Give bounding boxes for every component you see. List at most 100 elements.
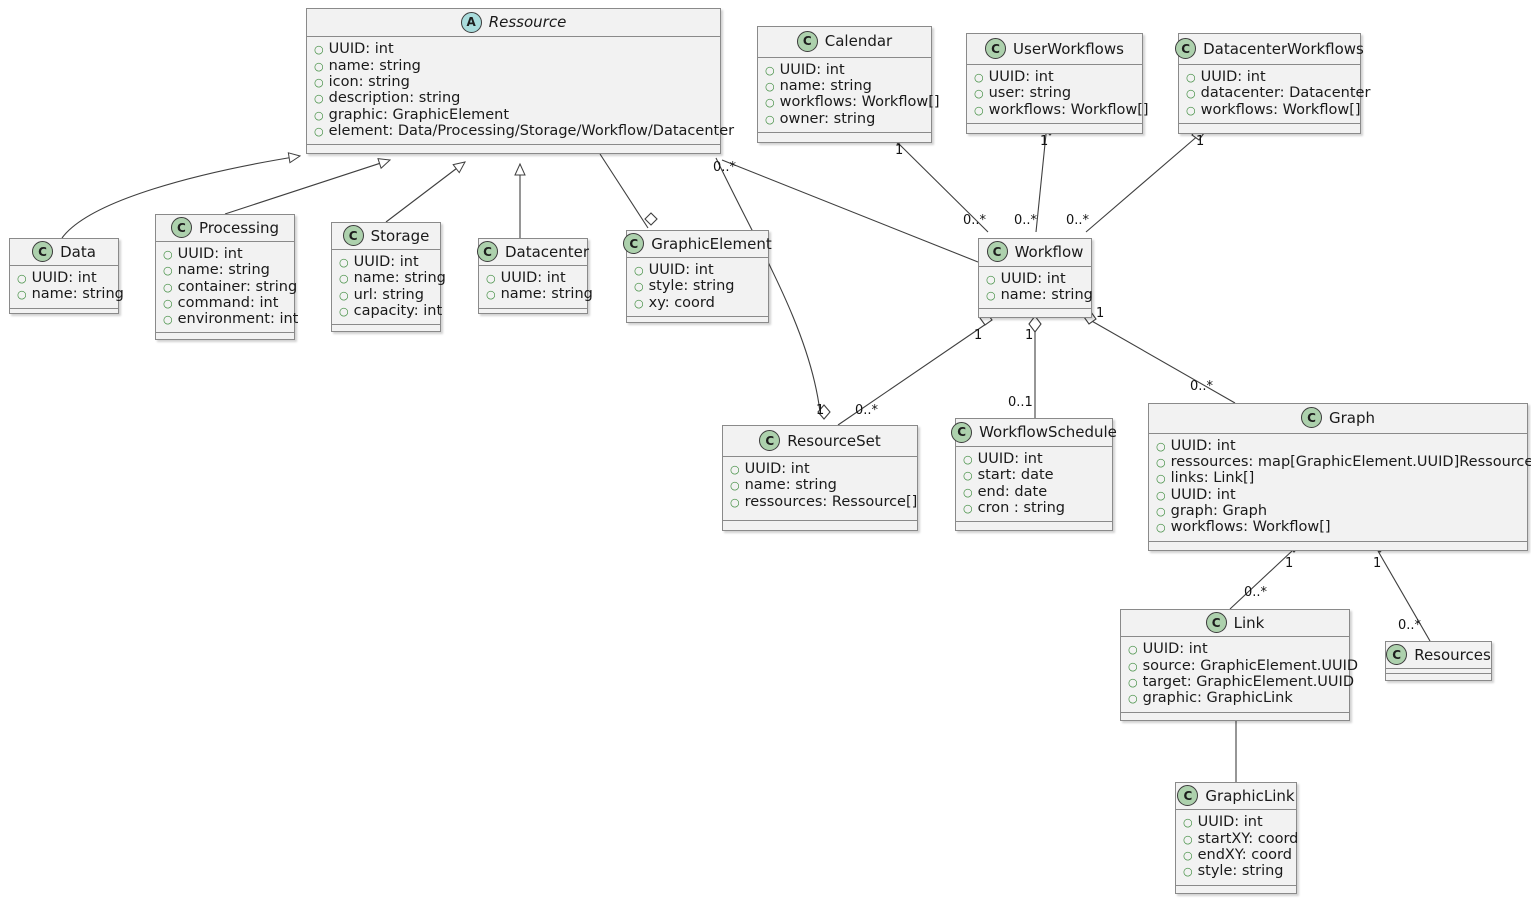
attribute-row: ○cron : string xyxy=(963,500,1105,516)
attribute-row: ○ressources: map[GraphicElement.UUID]Res… xyxy=(1156,454,1531,470)
attribute-row: ○UUID: int xyxy=(1156,487,1520,503)
class-attributes-userworkflows: ○UUID: int○user: string○workflows: Workf… xyxy=(967,65,1149,124)
visibility-protected-icon: ○ xyxy=(730,495,740,509)
attribute-text: name: string xyxy=(779,78,872,95)
visibility-protected-icon: ○ xyxy=(730,463,740,476)
attribute-row: ○start: date xyxy=(963,467,1105,483)
attribute-text: environment: int xyxy=(177,311,299,328)
attribute-text: graph: Graph xyxy=(1170,502,1268,519)
visibility-protected-icon: ○ xyxy=(314,59,324,73)
class-icon: C xyxy=(32,241,54,262)
attribute-text: UUID: int xyxy=(744,461,810,477)
attribute-row: ○UUID: int xyxy=(765,62,924,78)
visibility-protected-icon: ○ xyxy=(1183,816,1193,830)
class-attributes-link: ○UUID: int○source: GraphicElement.UUID○t… xyxy=(1121,637,1358,713)
class-name-graphiclink: GraphicLink xyxy=(1205,786,1295,805)
visibility-protected-icon: ○ xyxy=(1128,675,1138,689)
attribute-text: name: string xyxy=(31,286,124,303)
visibility-protected-icon: ○ xyxy=(1186,71,1196,84)
visibility-protected-icon: ○ xyxy=(963,453,973,467)
attribute-row: ○xy: coord xyxy=(634,295,761,311)
class-name-resources: Resources xyxy=(1414,645,1491,664)
class-attributes-storage: ○UUID: int○name: string○url: string○capa… xyxy=(332,250,446,326)
visibility-protected-icon: ○ xyxy=(634,264,644,277)
visibility-protected-icon: ○ xyxy=(1186,103,1196,117)
visibility-protected-icon: ○ xyxy=(1156,439,1166,453)
attribute-row: ○UUID: int xyxy=(163,246,287,262)
visibility-protected-icon: ○ xyxy=(765,96,775,110)
visibility-protected-icon: ○ xyxy=(163,280,173,294)
class-operations-graph xyxy=(1149,542,1527,550)
attribute-text: name: string xyxy=(744,477,837,494)
attribute-row: ○graphic: GraphicElement xyxy=(314,107,713,123)
visibility-protected-icon: ○ xyxy=(634,280,644,294)
attribute-text: ressources: Ressource[] xyxy=(744,493,918,510)
attribute-text: UUID: int xyxy=(177,246,243,262)
class-operations-workflow xyxy=(979,309,1091,317)
class-operations-storage xyxy=(332,325,440,331)
attribute-text: user: string xyxy=(988,85,1072,102)
multiplicity-label-m-rs-ressource: 1 xyxy=(816,403,825,418)
class-name-resourceset: ResourceSet xyxy=(787,431,881,450)
visibility-protected-icon: ○ xyxy=(1183,848,1193,862)
attribute-row: ○element: Data/Processing/Storage/Workfl… xyxy=(314,123,734,139)
class-operations-graphicelement xyxy=(627,317,768,322)
attribute-row: ○style: string xyxy=(634,278,761,294)
visibility-protected-icon: ○ xyxy=(634,296,644,310)
attribute-text: UUID: int xyxy=(328,41,394,58)
attribute-row: ○url: string xyxy=(339,287,433,303)
attribute-row: ○workflows: Workflow[] xyxy=(974,102,1149,118)
class-attributes-resourceset: ○UUID: int○name: string○ressources: Ress… xyxy=(723,457,917,521)
visibility-protected-icon: ○ xyxy=(163,313,173,327)
attribute-text: end: date xyxy=(977,483,1048,500)
visibility-protected-icon: ○ xyxy=(963,485,973,499)
class-name-link: Link xyxy=(1233,613,1265,632)
class-operations-resourceset xyxy=(723,521,917,530)
attribute-row: ○workflows: Workflow[] xyxy=(1156,519,1520,535)
visibility-protected-icon: ○ xyxy=(986,289,996,303)
attribute-text: start: date xyxy=(977,467,1054,484)
attribute-text: UUID: int xyxy=(779,61,845,78)
visibility-protected-icon: ○ xyxy=(163,264,173,278)
multiplicity-label-m-rs-wf: 0..* xyxy=(855,403,879,418)
attribute-text: UUID: int xyxy=(1000,270,1066,287)
attribute-text: name: string xyxy=(500,286,593,303)
multiplicity-label-m-wf-sched: 1 xyxy=(1025,328,1034,343)
class-operations-processing xyxy=(156,333,294,339)
attribute-row: ○capacity: int xyxy=(339,303,442,319)
attribute-row: ○ ressources: Ressource[] xyxy=(730,494,917,510)
attribute-text: container: string xyxy=(177,278,298,295)
visibility-protected-icon: ○ xyxy=(163,296,173,310)
class-name-storage: Storage xyxy=(370,226,430,245)
attribute-row: ○workflows: Workflow[] xyxy=(1186,102,1361,118)
class-name-userworkflows: UserWorkflows xyxy=(1013,39,1124,58)
class-attributes-graphicelement: ○UUID: int○style: string○xy: coord xyxy=(627,258,768,317)
attribute-row: ○name: string xyxy=(730,477,910,493)
attribute-row: ○UUID: int xyxy=(634,262,761,278)
visibility-protected-icon: ○ xyxy=(17,272,27,285)
attribute-row: ○command: int xyxy=(163,295,287,311)
attribute-text: workflows: Workflow[] xyxy=(988,101,1149,118)
attribute-row: ○workflows: Workflow[] xyxy=(765,94,940,110)
multiplicity-label-m-dcwf: 1 xyxy=(1196,134,1205,149)
